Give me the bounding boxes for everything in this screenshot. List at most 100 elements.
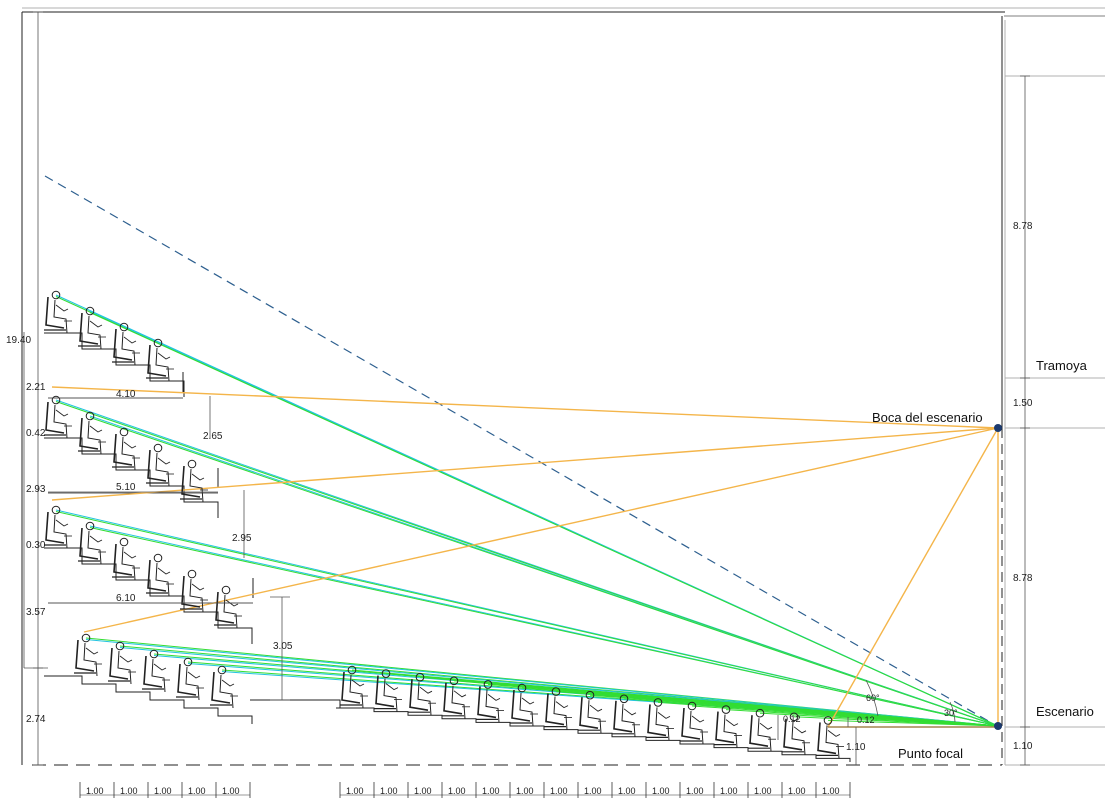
sightline bbox=[89, 312, 999, 727]
seated-person-icon bbox=[180, 569, 208, 613]
seating-steps bbox=[44, 332, 851, 762]
seat-dim-label: 1.00 bbox=[222, 786, 240, 796]
sightline bbox=[827, 719, 999, 727]
seated-person-icon bbox=[816, 716, 844, 759]
dimension-labels: 19.40 2.21 0.42 2.93 0.30 3.57 2.74 4.10… bbox=[6, 221, 1033, 753]
seated-person-icon bbox=[748, 708, 776, 752]
seated-person-icon bbox=[782, 712, 810, 755]
spectators bbox=[44, 290, 844, 759]
dim-042: 0.42 bbox=[26, 428, 46, 439]
seat-dim-label: 1.00 bbox=[448, 786, 466, 796]
depth-dimensions bbox=[48, 396, 290, 701]
seated-person-icon bbox=[44, 290, 72, 334]
seated-person-icon bbox=[78, 411, 106, 455]
seat-dim-label: 1.00 bbox=[652, 786, 670, 796]
seat-dim-label: 1.00 bbox=[550, 786, 568, 796]
seat-dim-label: 1.00 bbox=[788, 786, 806, 796]
seating-step-profile bbox=[44, 547, 253, 644]
seated-person-icon bbox=[476, 680, 504, 723]
seat-dim-label: 1.00 bbox=[754, 786, 772, 796]
label-escenario: Escenario bbox=[1036, 704, 1094, 719]
dim-293: 2.93 bbox=[26, 484, 46, 495]
seated-person-icon bbox=[442, 676, 470, 719]
seated-person-icon bbox=[374, 669, 402, 712]
seated-person-icon bbox=[408, 672, 436, 716]
seated-person-icon bbox=[78, 521, 106, 565]
seat-dim-label: 1.00 bbox=[822, 786, 840, 796]
seating-step-profile bbox=[250, 699, 341, 708]
angle-30: 30° bbox=[944, 708, 958, 718]
seat-dim-label: 1.00 bbox=[720, 786, 738, 796]
seat-dim-label: 1.00 bbox=[380, 786, 398, 796]
seated-person-icon bbox=[142, 649, 170, 693]
seat-dim-label: 1.00 bbox=[154, 786, 172, 796]
seating-step-profile bbox=[336, 707, 851, 762]
building-outline bbox=[21, 7, 1105, 766]
seating-step-profile bbox=[44, 437, 219, 518]
label-tramoya: Tramoya bbox=[1036, 358, 1088, 373]
seated-person-icon bbox=[112, 427, 140, 471]
sightline bbox=[89, 527, 999, 727]
dim-right-150: 1.50 bbox=[1013, 398, 1033, 409]
dim-012-b: 0.12 bbox=[857, 715, 875, 725]
seated-person-icon bbox=[146, 443, 174, 487]
dim-274: 2.74 bbox=[26, 714, 46, 725]
dim-305: 3.05 bbox=[273, 641, 293, 652]
dim-221: 2.21 bbox=[26, 382, 46, 393]
label-boca-escenario: Boca del escenario bbox=[872, 410, 983, 425]
seating-step-profile bbox=[44, 332, 185, 397]
reference-dashed-line bbox=[44, 175, 991, 723]
seated-person-icon bbox=[578, 690, 606, 734]
seat-dim-label: 1.00 bbox=[482, 786, 500, 796]
dim-012-a: 0.12 bbox=[783, 714, 801, 724]
dim-total-height: 19.40 bbox=[6, 335, 31, 346]
seat-dim-label: 1.00 bbox=[414, 786, 432, 796]
seated-person-icon bbox=[146, 553, 174, 597]
left-dimension-chain bbox=[23, 11, 48, 766]
seated-person-icon bbox=[44, 505, 72, 549]
seated-person-icon bbox=[612, 694, 640, 737]
seat-dim-label: 1.00 bbox=[86, 786, 104, 796]
seated-person-icon bbox=[210, 665, 238, 709]
seated-person-icon bbox=[108, 641, 136, 685]
seat-dim-label: 1.00 bbox=[120, 786, 138, 796]
sightline bbox=[55, 511, 999, 727]
seated-person-icon bbox=[646, 698, 674, 741]
point-node-icon bbox=[994, 722, 1002, 730]
dim-stage-110: 1.10 bbox=[846, 742, 866, 753]
seated-person-icon bbox=[44, 395, 72, 439]
dim-610: 6.10 bbox=[116, 593, 136, 604]
stage-details bbox=[777, 679, 1002, 765]
dim-357: 3.57 bbox=[26, 607, 46, 618]
sightline bbox=[85, 639, 999, 727]
seated-person-icon bbox=[680, 701, 708, 745]
dim-030: 0.30 bbox=[26, 540, 46, 551]
dim-510: 5.10 bbox=[116, 482, 136, 493]
seat-dim-label: 1.00 bbox=[686, 786, 704, 796]
sightline-orange bbox=[51, 386, 999, 429]
dim-right-878-top: 8.78 bbox=[1013, 221, 1033, 232]
zone-labels: Tramoya Boca del escenario Escenario Pun… bbox=[872, 358, 1094, 761]
dim-265: 2.65 bbox=[203, 431, 223, 442]
sightline-orange bbox=[83, 427, 999, 633]
dim-295: 2.95 bbox=[232, 533, 252, 544]
seated-person-icon bbox=[78, 306, 106, 350]
point-node-icon bbox=[994, 424, 1002, 432]
seat-dim-label: 1.00 bbox=[584, 786, 602, 796]
sightline-orange bbox=[827, 427, 999, 728]
seated-person-icon bbox=[340, 665, 368, 709]
seated-person-icon bbox=[714, 705, 742, 748]
seated-person-icon bbox=[74, 633, 102, 677]
seated-person-icon bbox=[214, 585, 242, 629]
dim-410: 4.10 bbox=[116, 389, 136, 400]
angle-60: 60° bbox=[866, 693, 880, 703]
dim-right-878-mid: 8.78 bbox=[1013, 573, 1033, 584]
seated-person-icon bbox=[180, 459, 208, 503]
seated-person-icon bbox=[544, 687, 572, 730]
seat-dim-label: 1.00 bbox=[346, 786, 364, 796]
seat-dim-label: 1.00 bbox=[188, 786, 206, 796]
sightlines bbox=[51, 294, 999, 728]
seated-person-icon bbox=[146, 338, 174, 382]
